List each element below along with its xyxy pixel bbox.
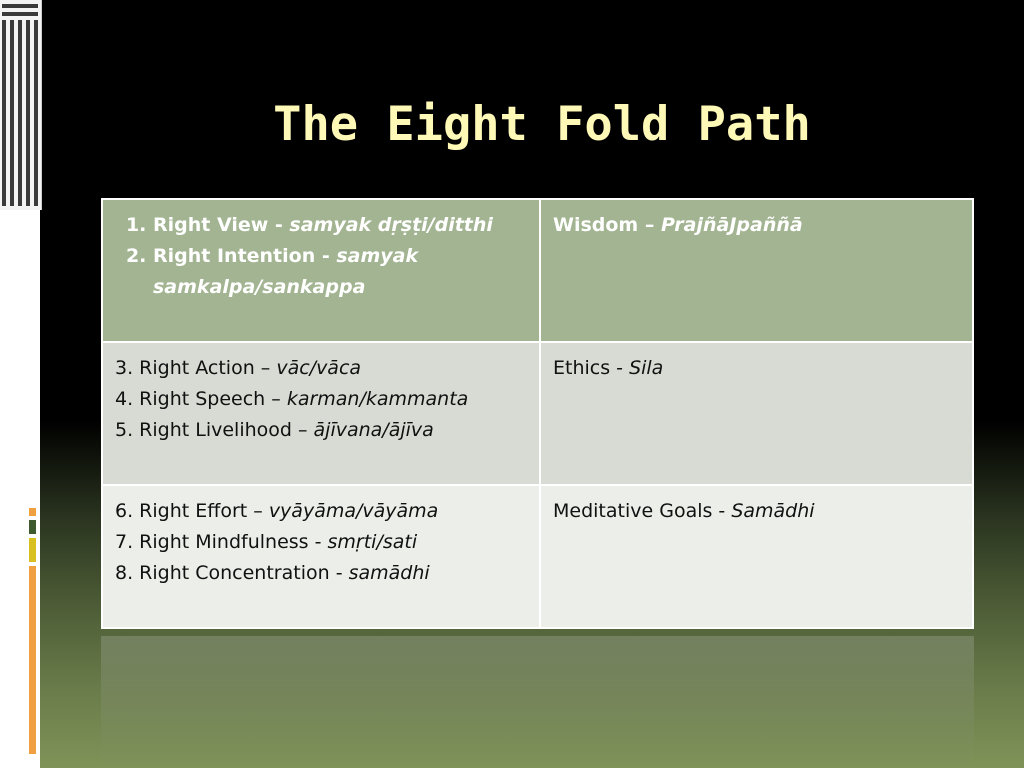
accent-yellow [29, 538, 36, 562]
path-item-term: samyak dṛṣṭi/ditthi [289, 214, 493, 236]
path-item-term: vyāyāma/vāyāma [268, 500, 439, 522]
path-item-label: 6. Right Effort – [115, 500, 269, 522]
accent-green [29, 520, 36, 534]
wisdom-category-cell: Wisdom – PrajñāJpaññā [539, 198, 974, 343]
path-item-right-action: 3. Right Action – vāc/vāca [115, 353, 527, 384]
path-item-right-effort: 6. Right Effort – vyāyāma/vāyāma [115, 496, 527, 527]
path-item-right-intention: Right Intention - samyak samkalpa/sankap… [153, 241, 527, 303]
category-term: Sila [629, 357, 664, 379]
path-item-right-livelihood: 5. Right Livelihood – ājīvana/ājīva [115, 415, 527, 446]
table-reflection [101, 636, 974, 768]
path-item-term: vāc/vāca [276, 357, 362, 379]
window-layout-icon [0, 0, 42, 210]
ethics-path-cell: 3. Right Action – vāc/vāca 4. Right Spee… [101, 341, 541, 486]
table-row-meditation: 6. Right Effort – vyāyāma/vāyāma 7. Righ… [101, 484, 974, 629]
path-item-term: ājīvana/ājīva [313, 419, 434, 441]
wisdom-path-cell: Right View - samyak dṛṣṭi/ditthi Right I… [101, 198, 541, 343]
path-item-label: 3. Right Action – [115, 357, 277, 379]
table-row-wisdom: Right View - samyak dṛṣṭi/ditthi Right I… [101, 198, 974, 343]
category-label: Meditative Goals - [553, 500, 732, 522]
accent-orange-top [29, 508, 36, 516]
path-item-right-view: Right View - samyak dṛṣṭi/ditthi [153, 210, 527, 241]
meditation-category-cell: Meditative Goals - Samādhi [539, 484, 974, 629]
path-item-right-concentration: 8. Right Concentration - samādhi [115, 558, 527, 589]
path-item-label: Right Intention - [153, 245, 337, 267]
slide-title: The Eight Fold Path [273, 97, 811, 153]
accent-orange-bar [29, 566, 36, 754]
path-item-label: Right View - [153, 214, 290, 236]
category-label: Ethics - [553, 357, 630, 379]
eightfold-path-table: Right View - samyak dṛṣṭi/ditthi Right I… [101, 198, 974, 629]
ethics-category-cell: Ethics - Sila [539, 341, 974, 486]
path-item-term: smṛti/sati [327, 531, 418, 553]
wisdom-path-list: Right View - samyak dṛṣṭi/ditthi Right I… [115, 210, 527, 303]
path-item-label: 4. Right Speech – [115, 388, 287, 410]
category-label: Wisdom – [553, 214, 661, 236]
meditation-path-cell: 6. Right Effort – vyāyāma/vāyāma 7. Righ… [101, 484, 541, 629]
path-item-term: karman/kammanta [286, 388, 469, 410]
category-term: Samādhi [731, 500, 815, 522]
path-item-label: 7. Right Mindfulness - [115, 531, 328, 553]
path-item-term: samyak samkalpa/sankappa [153, 245, 419, 298]
path-item-right-speech: 4. Right Speech – karman/kammanta [115, 384, 527, 415]
path-item-right-mindfulness: 7. Right Mindfulness - smṛti/sati [115, 527, 527, 558]
table-row-ethics: 3. Right Action – vāc/vāca 4. Right Spee… [101, 341, 974, 486]
path-item-label: 5. Right Livelihood – [115, 419, 314, 441]
path-item-label: 8. Right Concentration - [115, 562, 349, 584]
path-item-term: samādhi [348, 562, 430, 584]
category-term: PrajñāJpaññā [660, 214, 803, 236]
